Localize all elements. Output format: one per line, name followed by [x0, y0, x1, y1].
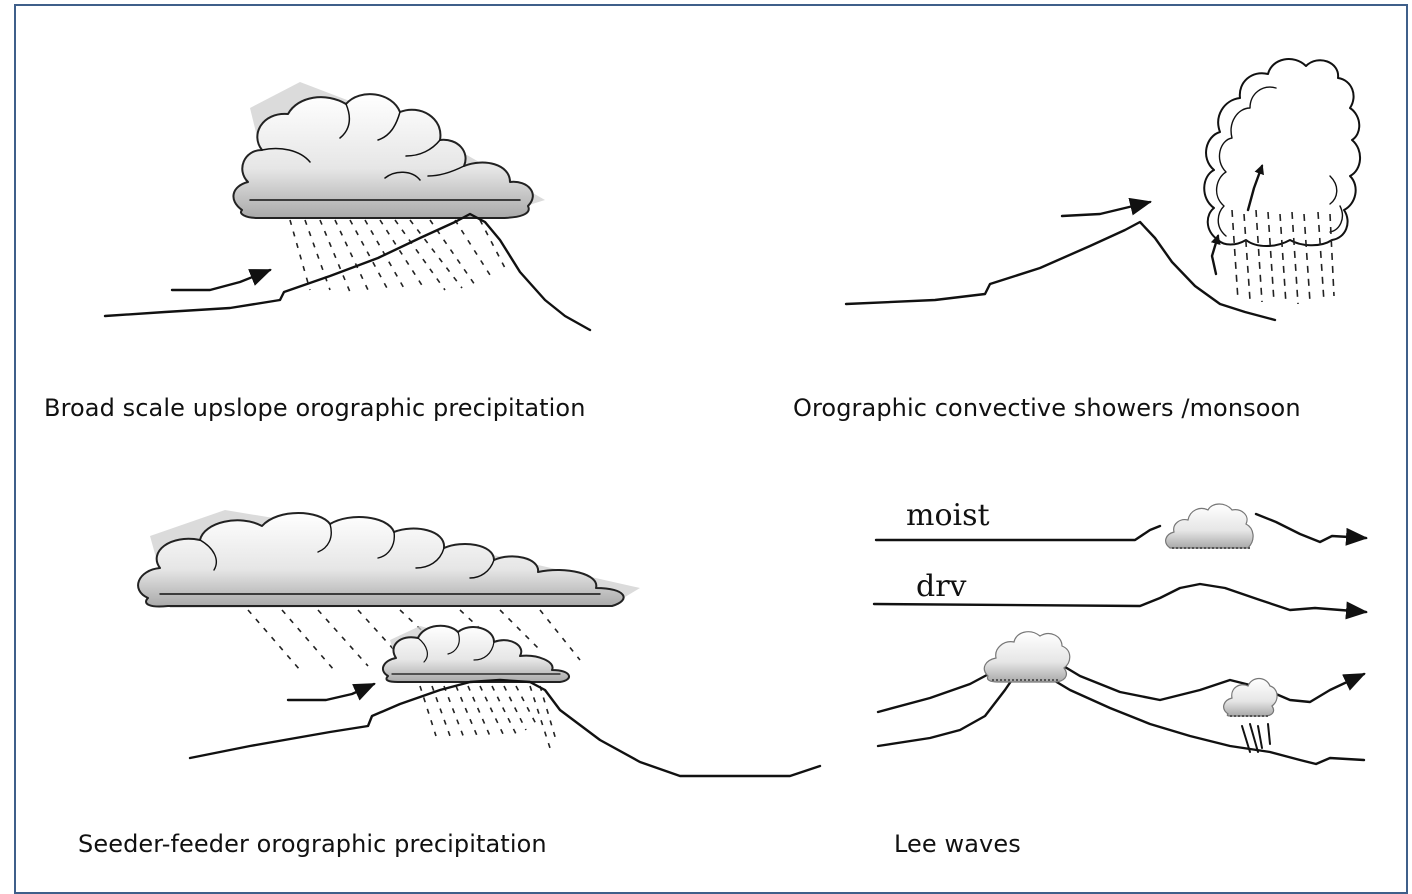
panel-broad-scale-upslope: [105, 82, 590, 330]
lee-wave-shower-cloud: [1224, 679, 1277, 753]
label-dry: drv: [916, 569, 967, 604]
crest-cloud: [984, 632, 1069, 682]
airflow-arrow: [1062, 202, 1150, 216]
moist-lee-cloud: [1166, 504, 1253, 548]
seeder-cloud: [138, 513, 624, 607]
lee-mountain-profile: [878, 668, 1364, 764]
mountain-profile: [190, 680, 820, 776]
caption-lee-waves: Lee waves: [894, 830, 1021, 858]
caption-seeder-feeder: Seeder-feeder orographic precipitation: [78, 830, 547, 858]
mountain-profile: [105, 214, 590, 330]
caption-orographic-convective: Orographic convective showers /monsoon: [793, 394, 1301, 422]
label-moist: moist: [906, 498, 990, 533]
slope-airflow-arrow: [1212, 236, 1218, 274]
caption-broad-scale: Broad scale upslope orographic precipita…: [44, 394, 586, 422]
airflow-arrow: [288, 684, 374, 700]
mountain-profile: [846, 222, 1275, 320]
panel-lee-waves: moist drv: [874, 498, 1366, 764]
airflow-arrow: [172, 270, 270, 290]
panel-orographic-convective: [846, 59, 1360, 320]
rain-streaks: [290, 220, 505, 292]
lee-wave-streamline: [878, 654, 1364, 712]
feeder-rain-streaks: [420, 686, 556, 748]
cumulonimbus-cloud: [1204, 59, 1360, 246]
panel-seeder-feeder: [138, 510, 820, 776]
